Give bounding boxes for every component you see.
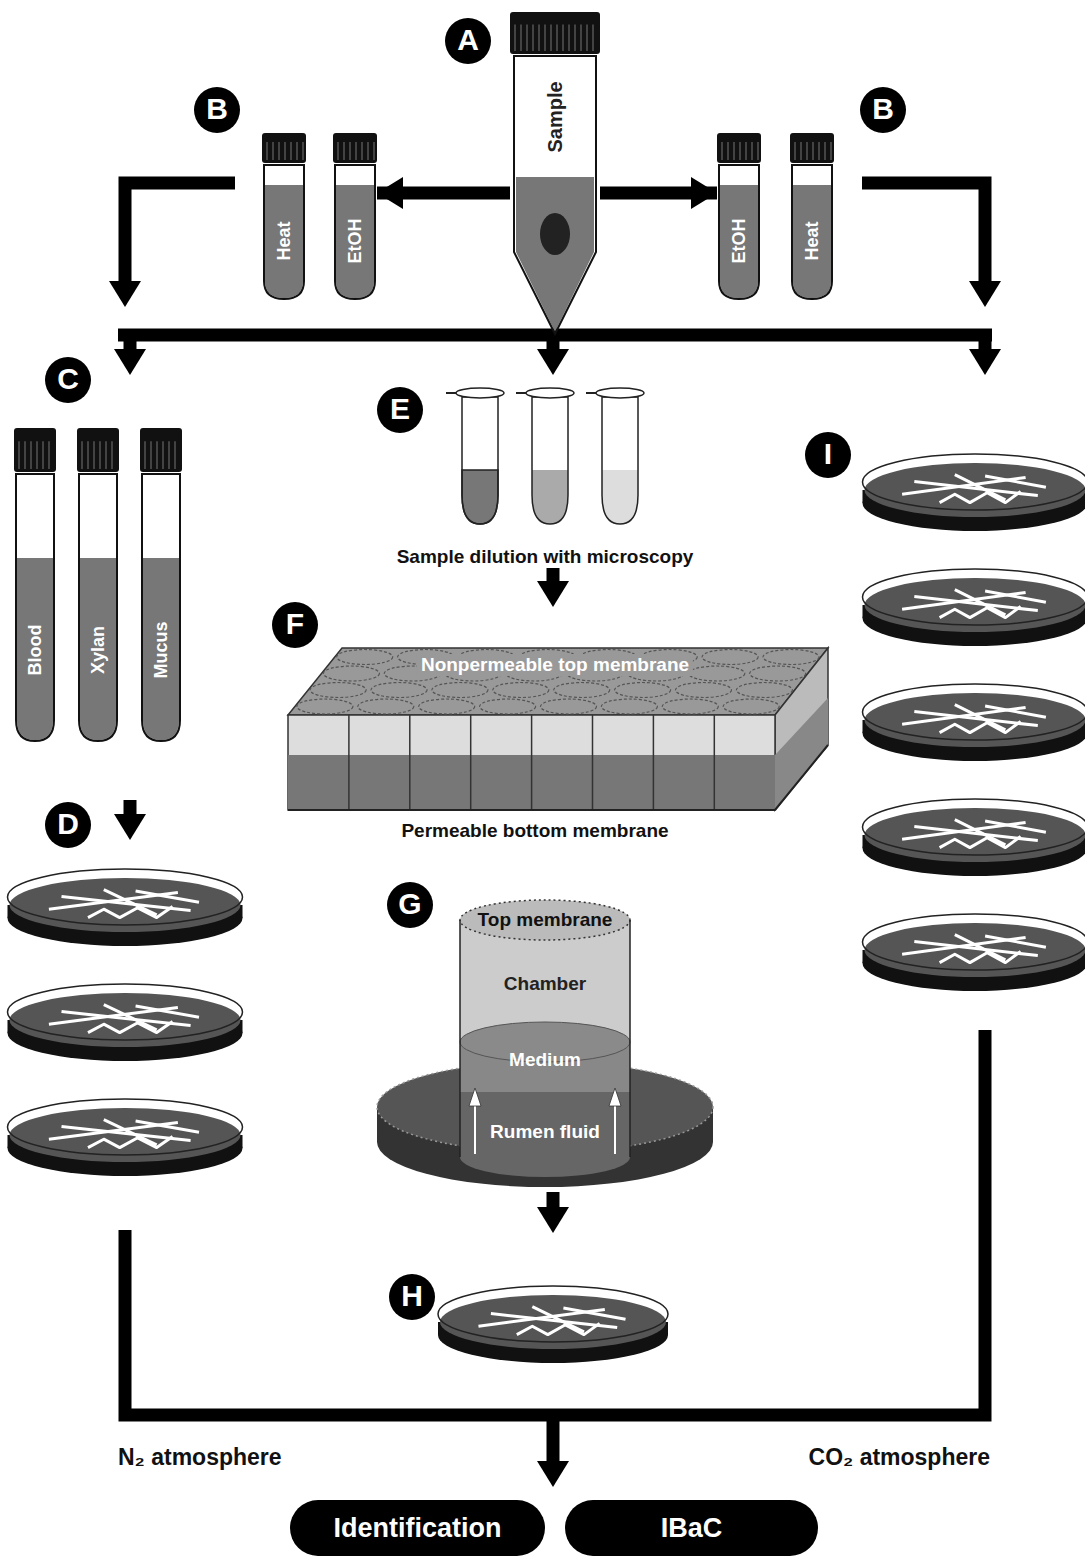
petri-dish xyxy=(863,914,1085,991)
callout-circle: A xyxy=(445,18,491,64)
callout-circle: G xyxy=(387,882,433,928)
sample-shape xyxy=(510,12,600,337)
node-text: Rumen fluid xyxy=(490,1121,600,1143)
node-text: Permeable bottom membrane xyxy=(401,820,668,842)
callout-circle: B xyxy=(194,87,240,133)
node-text: Xylan xyxy=(88,626,109,674)
node-text: Sample xyxy=(544,81,567,152)
callout-circle: E xyxy=(377,387,423,433)
node-text: EtOH xyxy=(345,219,366,264)
vial-node: Heat xyxy=(262,133,306,301)
petri-dish xyxy=(438,1286,668,1363)
petri-dish xyxy=(863,454,1085,531)
chamber-node: Top membraneChamberMediumRumen fluid xyxy=(375,892,715,1192)
flow-lines xyxy=(118,183,992,1462)
vial-node: Heat xyxy=(790,133,834,301)
tube-shape xyxy=(14,428,56,743)
petri-dish xyxy=(863,684,1085,761)
node-text: IBaC xyxy=(661,1513,723,1544)
node-text: Nonpermeable top membrane xyxy=(417,654,693,676)
pill-node: Identification xyxy=(290,1500,545,1556)
petri-dishes xyxy=(8,454,1085,1363)
node-text: Mucus xyxy=(151,621,172,678)
vial-shape xyxy=(717,133,761,301)
petri-dish xyxy=(8,869,243,946)
callout-letter: G xyxy=(398,887,421,921)
callout-circle: H xyxy=(389,1274,435,1320)
callout-letter: B xyxy=(872,92,894,126)
tube-node: Blood xyxy=(14,428,56,743)
flow-arrow xyxy=(600,187,717,200)
microcentrifuge-tubes xyxy=(446,388,644,524)
callout-circle: I xyxy=(805,432,851,478)
vial-node: EtOH xyxy=(333,133,377,301)
node-text: Heat xyxy=(802,221,823,260)
node-text: EtOH xyxy=(729,219,750,264)
callout-letter: H xyxy=(401,1279,423,1313)
callout-letter: B xyxy=(206,92,228,126)
vial-node: EtOH xyxy=(717,133,761,301)
node-text: Chamber xyxy=(504,973,586,995)
node-text: Top membrane xyxy=(478,909,613,931)
petri-dish xyxy=(8,1099,243,1176)
callout-circle: B xyxy=(860,87,906,133)
petri-dish xyxy=(863,569,1085,646)
caption-label: CO₂ atmosphere xyxy=(809,1444,990,1471)
callout-letter: I xyxy=(824,437,832,471)
petri-dish xyxy=(863,799,1085,876)
vial-shape xyxy=(262,133,306,301)
flow-arrow xyxy=(377,187,510,200)
callout-letter: A xyxy=(457,23,479,57)
sample-node: Sample xyxy=(510,12,600,337)
pill-node: IBaC xyxy=(565,1500,818,1556)
plate-node: Nonpermeable top membranePermeable botto… xyxy=(280,640,830,845)
node-text: Identification xyxy=(334,1513,502,1544)
chamber-shape xyxy=(375,892,715,1192)
vial-shape xyxy=(790,133,834,301)
tube-shape xyxy=(77,428,119,743)
petri-dish xyxy=(8,984,243,1061)
callout-circle: F xyxy=(272,602,318,648)
callout-letter: D xyxy=(57,807,79,841)
caption-label: N₂ atmosphere xyxy=(118,1444,282,1471)
tube-node: Xylan xyxy=(77,428,119,743)
node-text: Heat xyxy=(274,221,295,260)
node-text: Medium xyxy=(509,1049,581,1071)
callout-letter: F xyxy=(286,607,304,641)
node-text: Blood xyxy=(25,625,46,676)
tube-shape xyxy=(140,428,182,743)
caption-label: Sample dilution with microscopy xyxy=(397,546,694,568)
callout-letter: C xyxy=(57,362,79,396)
callout-circle: C xyxy=(45,357,91,403)
tube-node: Mucus xyxy=(140,428,182,743)
callout-letter: E xyxy=(390,392,410,426)
callout-circle: D xyxy=(45,802,91,848)
vial-shape xyxy=(333,133,377,301)
